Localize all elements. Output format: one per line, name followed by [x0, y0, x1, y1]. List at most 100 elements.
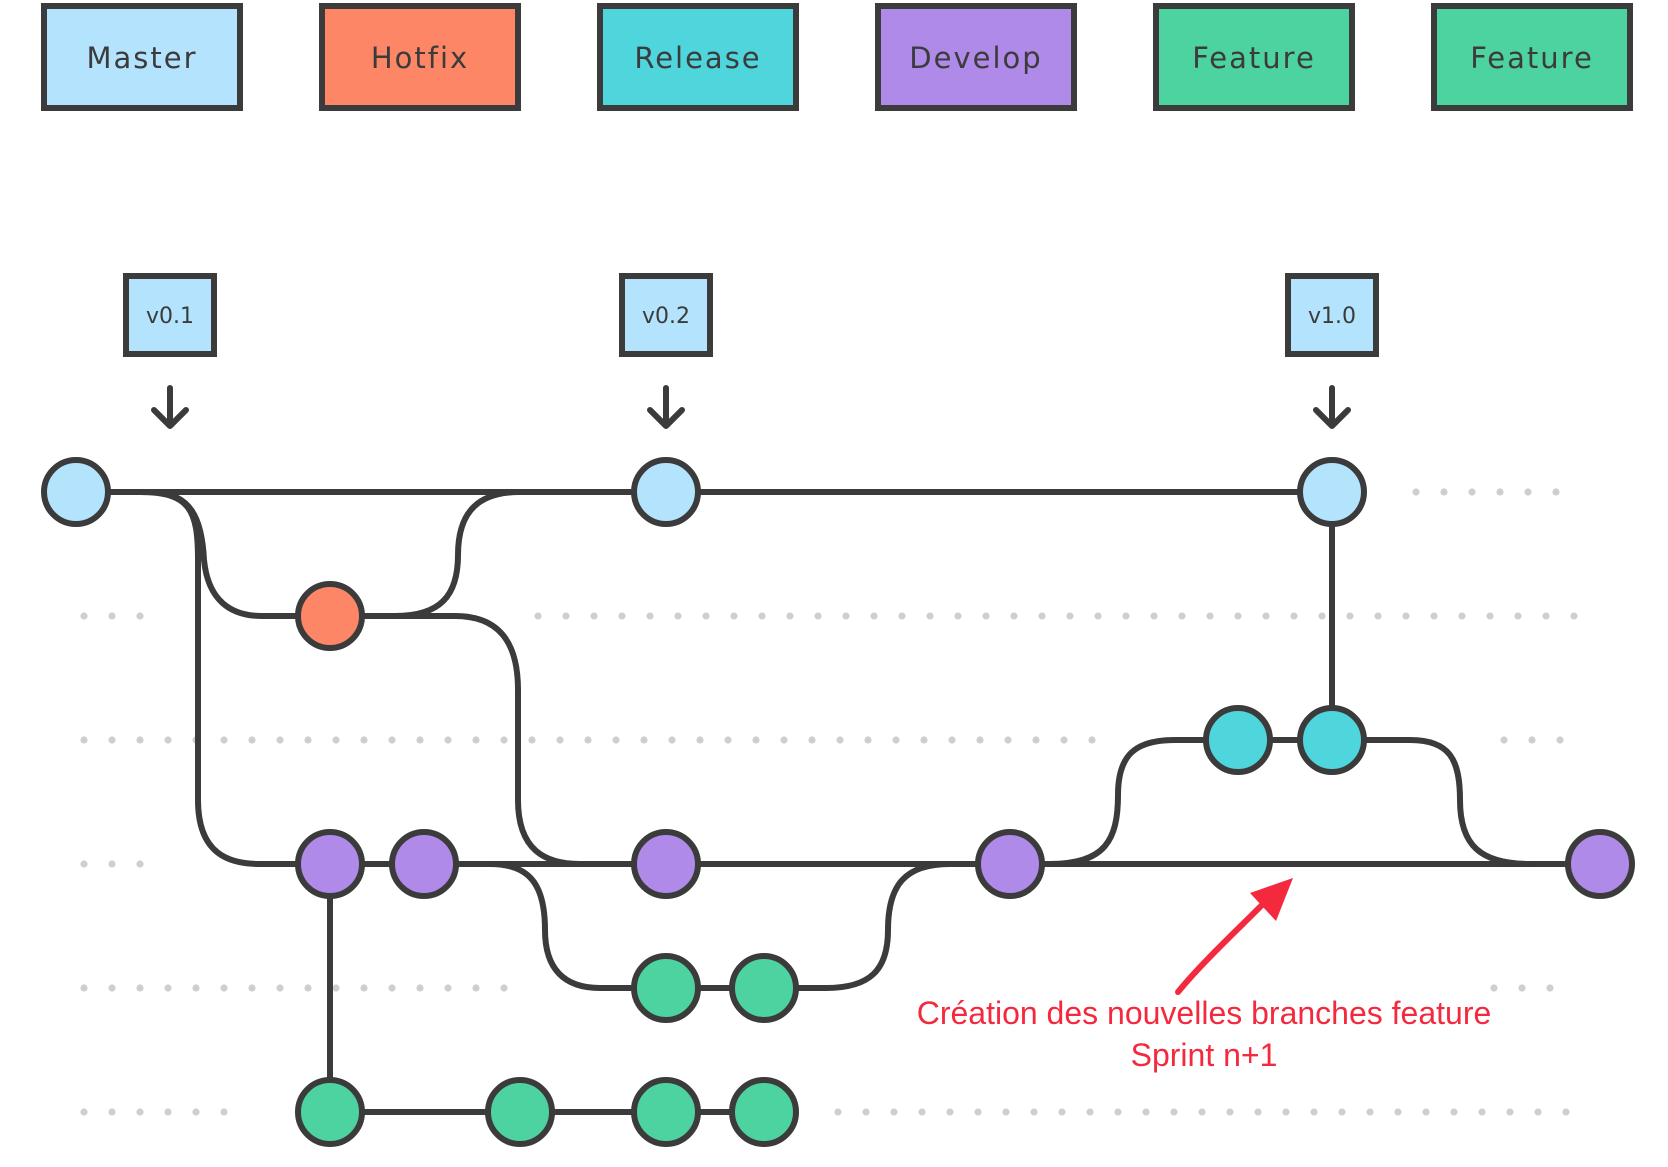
lane-dot [1198, 1108, 1206, 1116]
master-to-hotfix-edge [147, 489, 333, 619]
lane-dot [388, 736, 396, 744]
lane-dot [590, 612, 598, 620]
lane-dot [444, 736, 452, 744]
lane-dot [192, 984, 200, 992]
lane-dot [1486, 612, 1494, 620]
feature-1-commit-2 [729, 953, 799, 1023]
lane-dot [668, 736, 676, 744]
version-tags: v0.1 v0.2 v1.0 [123, 273, 1379, 429]
annotation-arrowhead-icon [1250, 878, 1293, 921]
lane-dot [360, 984, 368, 992]
lane-dot [1262, 612, 1270, 620]
lane-dot [1440, 488, 1448, 496]
lane-dot [1490, 984, 1498, 992]
lane-dot [758, 612, 766, 620]
tag-v0-2: v0.2 [619, 273, 713, 429]
tag-v0-1-label: v0.1 [146, 304, 194, 329]
legend-hotfix-label: Hotfix [371, 41, 469, 75]
lane-dot [1038, 612, 1046, 620]
legend: Master Hotfix Release Develop Feature Fe… [41, 3, 1633, 111]
tag-v0-1: v0.1 [123, 273, 217, 429]
master-commit-1 [41, 457, 111, 527]
lane-dot [360, 736, 368, 744]
lane-dot [1524, 488, 1532, 496]
lane-dot [1002, 1108, 1010, 1116]
develop-commit-3 [631, 829, 701, 899]
lane-dot [304, 984, 312, 992]
lane-dot [80, 860, 88, 868]
legend-master: Master [41, 3, 243, 111]
legend-feature-2-label: Feature [1470, 41, 1594, 75]
lane-dot [136, 736, 144, 744]
lane-dot [890, 1108, 898, 1116]
lane-dot [1346, 612, 1354, 620]
lane-dot [612, 736, 620, 744]
lane-dot [1450, 1108, 1458, 1116]
lane-dot [918, 1108, 926, 1116]
lane-dot [136, 984, 144, 992]
feature-2-commit-2 [485, 1077, 555, 1147]
lane-dot [1318, 612, 1326, 620]
lane-dot [1114, 1108, 1122, 1116]
lane-dot [892, 736, 900, 744]
lane-dot [500, 984, 508, 992]
lane-dot [220, 984, 228, 992]
lane-dot [752, 736, 760, 744]
lane-dot [1338, 1108, 1346, 1116]
lane-dot [976, 736, 984, 744]
lane-dot [1088, 736, 1096, 744]
legend-master-label: Master [86, 41, 197, 75]
master-commit-v0-2 [631, 457, 701, 527]
lane-dot [1206, 612, 1214, 620]
lane-dot [1010, 612, 1018, 620]
lane-dot [1518, 984, 1526, 992]
lane-dot [640, 736, 648, 744]
lane-dot [834, 1108, 842, 1116]
develop-commit-5 [1565, 829, 1635, 899]
lane-dot [80, 984, 88, 992]
annotation: Création des nouvelles branches feature … [917, 878, 1491, 1073]
lane-dot [1556, 736, 1564, 744]
lane-dot [80, 1108, 88, 1116]
lane-dot [696, 736, 704, 744]
branch-lane-dots [80, 488, 1578, 1116]
legend-release: Release [597, 3, 799, 111]
commits [41, 457, 1635, 1147]
legend-hotfix-box [319, 3, 521, 111]
lane-dot [1534, 1108, 1542, 1116]
lane-dot [1366, 1108, 1374, 1116]
legend-feature-1-label: Feature [1192, 41, 1316, 75]
lane-dot [948, 736, 956, 744]
legend-hotfix: Hotfix [319, 3, 521, 111]
lane-dot [954, 612, 962, 620]
lane-dot [780, 736, 788, 744]
lane-dot [136, 612, 144, 620]
legend-develop-label: Develop [909, 41, 1042, 75]
lane-dot [1374, 612, 1382, 620]
lane-dot [674, 612, 682, 620]
lane-dot [1030, 1108, 1038, 1116]
lane-dot [1468, 488, 1476, 496]
lane-dot [1458, 612, 1466, 620]
lane-dot [164, 736, 172, 744]
lane-dot [1528, 736, 1536, 744]
lane-dot [416, 736, 424, 744]
lane-dot [1310, 1108, 1318, 1116]
lane-dot [1094, 612, 1102, 620]
lane-dot [136, 860, 144, 868]
lane-dot [584, 736, 592, 744]
lane-dot [276, 984, 284, 992]
lane-dot [1496, 488, 1504, 496]
legend-master-box [41, 3, 243, 111]
tag-v1-0-label: v1.0 [1308, 304, 1356, 329]
release-commit-2 [1297, 705, 1367, 775]
lane-dot [1394, 1108, 1402, 1116]
lane-dot [500, 736, 508, 744]
lane-dot [1032, 736, 1040, 744]
lane-dot [556, 736, 564, 744]
lane-dot [1542, 612, 1550, 620]
legend-feature-1-box [1153, 3, 1355, 111]
lane-dot [1570, 612, 1578, 620]
tag-v1-0: v1.0 [1285, 273, 1379, 429]
lane-dot [1150, 612, 1158, 620]
